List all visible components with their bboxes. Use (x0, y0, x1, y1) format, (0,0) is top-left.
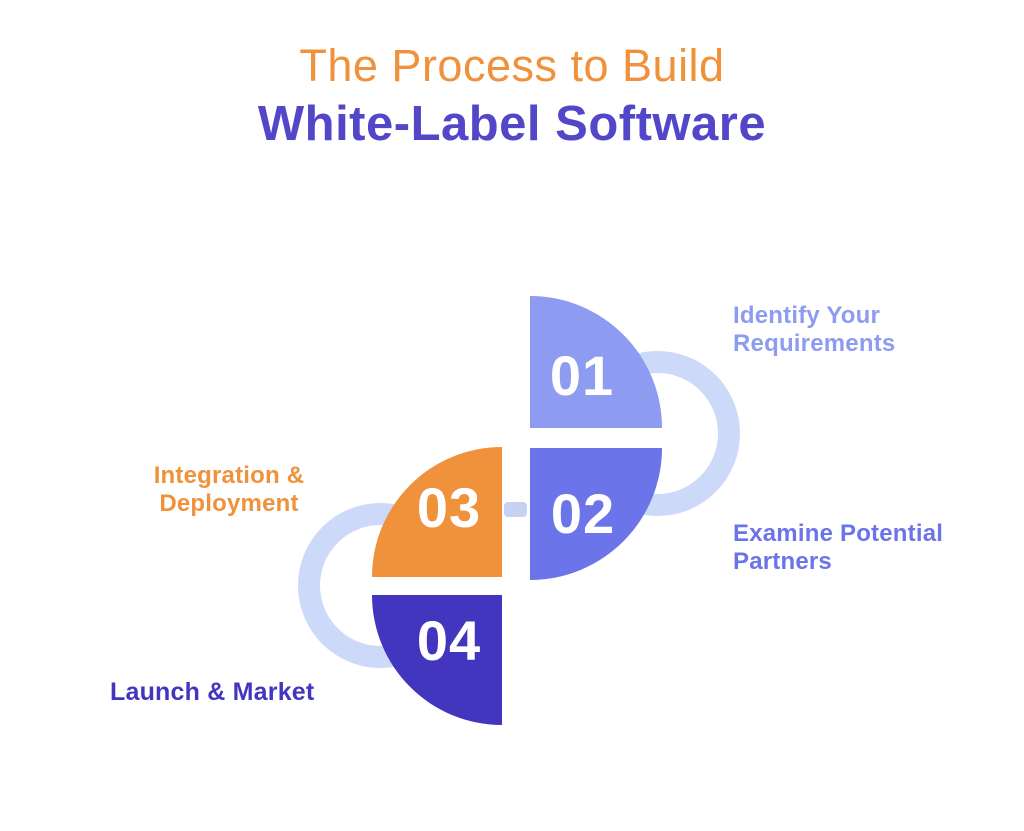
step-02-label-line2: Partners (733, 548, 832, 575)
page-title: The Process to Build White-Label Softwar… (0, 40, 1024, 152)
step-03-label: Integration & Deployment (129, 462, 329, 518)
step-03-shape: 03 (372, 447, 502, 577)
title-line-2: White-Label Software (257, 96, 767, 151)
step-01-label-line1: Identify Your (733, 302, 881, 329)
step-02-number: 02 (550, 482, 616, 545)
title-line-1: The Process to Build (299, 40, 725, 91)
step-03-label-line2: Deployment (159, 490, 299, 517)
step-04-shape: 04 (372, 595, 502, 725)
step-01-label: Identify Your Requirements (733, 302, 895, 358)
connector-bar-center (504, 502, 527, 517)
step-01-number: 01 (549, 344, 615, 407)
step-04-label-line1: Launch & Market (110, 678, 315, 706)
step-03-label-line1: Integration & (153, 462, 305, 489)
step-02-shape: 02 (530, 448, 662, 580)
step-04-label: Launch & Market (110, 678, 314, 706)
step-03-number: 03 (416, 476, 482, 539)
ring-gap-right (552, 427, 708, 449)
ring-gap-left (332, 576, 512, 597)
step-01-label-line2: Requirements (733, 330, 896, 357)
step-02-label: Examine Potential Partners (733, 520, 943, 576)
step-04-number: 04 (416, 609, 482, 672)
step-02-label-line1: Examine Potential (733, 520, 944, 547)
step-01-shape: 01 (530, 296, 662, 428)
